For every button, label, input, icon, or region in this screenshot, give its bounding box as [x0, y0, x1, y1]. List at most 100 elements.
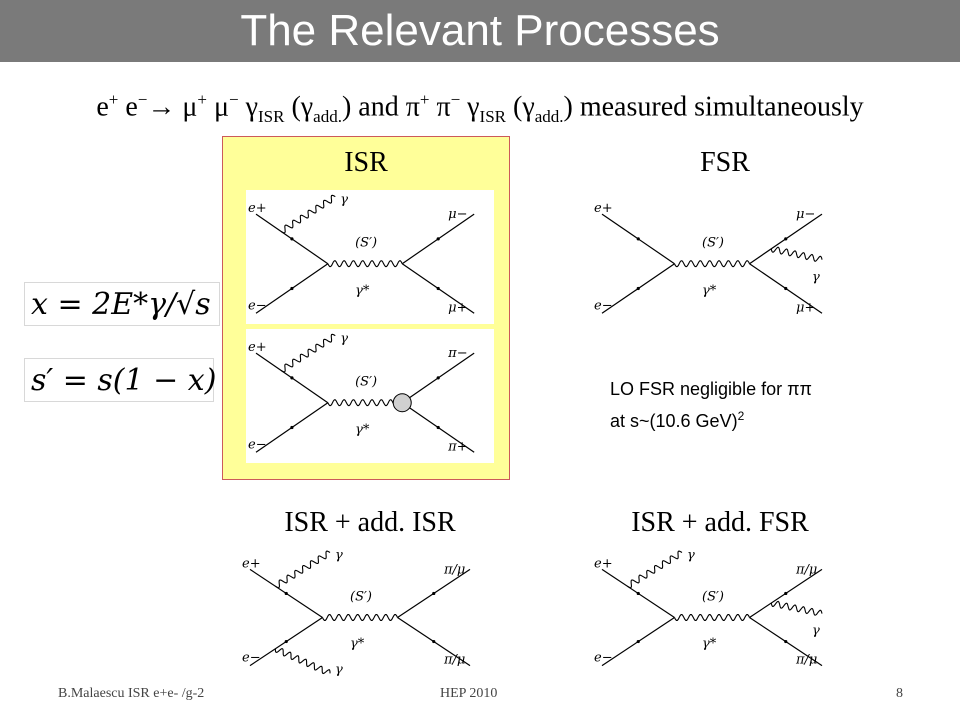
isr-label: ISR — [344, 147, 388, 178]
e-plus-line-arrow — [636, 591, 640, 596]
e-minus-label: e− — [242, 651, 261, 666]
s-prime-label: (S′) — [355, 235, 377, 250]
virtual-photon-line — [327, 399, 403, 407]
isr-add-fsr-label: ISR + add. FSR — [631, 507, 809, 538]
subtitle-tail: ) measured simultaneously — [563, 91, 864, 123]
subtitle-part1-sup1: + — [108, 90, 119, 109]
subtitle-gamma2-sub: ISR — [479, 106, 507, 126]
virtual-photon-line — [674, 260, 750, 268]
virtual-photon-line — [327, 260, 403, 268]
footer-author: B.Malaescu ISR e+e- /g-2 — [58, 686, 205, 701]
e-plus-label: e+ — [594, 201, 613, 216]
final-top-label: μ− — [796, 207, 815, 222]
formula-s-prime: s′ = s(1 − x) — [24, 358, 216, 402]
final-top-line-arrow — [432, 591, 436, 596]
e-plus-line-arrow — [636, 237, 640, 241]
gamma-star-label: γ* — [350, 636, 365, 651]
fsr-note-line2: at s~(10.6 GeV)2 — [610, 403, 812, 435]
title-bar — [0, 0, 960, 62]
final-top-line-arrow — [436, 376, 440, 380]
isr-photon-label: γ — [340, 192, 348, 207]
e-plus-label: e+ — [248, 201, 267, 216]
subtitle-part2: e — [118, 91, 138, 123]
final-bottom-line-arrow — [436, 286, 440, 291]
gamma-star-label: γ* — [355, 284, 370, 299]
e-plus-label: e+ — [594, 556, 613, 571]
subtitle-mu-sup1: + — [197, 90, 207, 109]
isr-photon-label: γ — [687, 548, 695, 563]
add-isr-photon-line — [274, 647, 331, 675]
final-bottom-line-arrow — [432, 639, 436, 644]
slide-title: The Relevant Processes — [240, 6, 720, 55]
virtual-photon-line — [322, 614, 398, 621]
subtitle-paren2: (γ — [506, 91, 535, 123]
subtitle-pi-sup1: + — [419, 90, 430, 109]
isr-photon-line — [280, 333, 336, 373]
isr-photon-line — [275, 550, 331, 589]
e-plus-line-arrow — [290, 376, 294, 380]
s-prime-label: (S′) — [702, 235, 724, 250]
isr-photon-line — [627, 550, 683, 589]
formula-x: x = 2E*γ/√s — [24, 282, 220, 326]
final-top-label: π/μ — [443, 562, 465, 577]
isr-diagram-card-muon — [246, 190, 494, 324]
e-plus-label: e+ — [242, 556, 261, 571]
final-top-label: μ− — [448, 207, 467, 222]
subtitle-mu2: μ — [207, 91, 230, 123]
e-plus-line-arrow — [284, 591, 288, 596]
e-minus-line-arrow — [290, 425, 294, 430]
subtitle-gamma1-sub: ISR — [257, 106, 285, 126]
subtitle: e+ e−→ μ+ μ− γISR (γadd.) and π+ π− γISR… — [0, 80, 960, 137]
subtitle-paren1-close: ) and π — [341, 91, 420, 123]
fsr-note-line2-text: at s~(10.6 GeV) — [610, 411, 738, 431]
subtitle-part2-sup: − — [137, 90, 148, 109]
final-bottom-label: π/μ — [443, 653, 465, 668]
final-top-line-arrow — [784, 237, 788, 241]
fsr-label: FSR — [700, 147, 750, 178]
fsr-photon-line — [770, 246, 823, 262]
e-minus-line-arrow — [290, 286, 294, 291]
fsr-photon-label: γ — [812, 270, 820, 285]
fsr-note-line2-sup: 2 — [737, 409, 745, 423]
subtitle-arrow: → μ — [147, 91, 198, 123]
virtual-photon-line — [674, 614, 750, 621]
final-bottom-line-arrow — [436, 425, 440, 430]
e-minus-line-arrow — [636, 639, 640, 644]
subtitle-pi-sup2: − — [450, 90, 461, 109]
isr-photon-line — [280, 194, 336, 234]
e-plus-line-arrow — [290, 237, 294, 241]
subtitle-paren1-sub: add. — [313, 106, 342, 126]
s-prime-label: (S′) — [702, 590, 724, 605]
final-bottom-label: π+ — [447, 439, 467, 454]
subtitle-pi2: π — [429, 91, 451, 123]
feynman-diagram-isr-add-isr: e+e−(S′)γ*π/μπ/μγγ — [242, 548, 471, 677]
final-bottom-label: μ+ — [796, 300, 815, 315]
subtitle-mu-sup2: − — [229, 90, 239, 109]
s-prime-label: (S′) — [350, 590, 372, 605]
footer-conference: HEP 2010 — [440, 686, 498, 701]
final-top-label: π− — [447, 346, 467, 361]
gamma-star-label: γ* — [355, 423, 370, 438]
e-minus-line-arrow — [636, 286, 640, 291]
isr-photon-label: γ — [335, 548, 343, 563]
gamma-star-label: γ* — [702, 636, 717, 651]
fsr-note: LO FSR negligible for ππ at s~(10.6 GeV)… — [610, 376, 812, 435]
fsr-note-line1: LO FSR negligible for ππ — [610, 379, 812, 399]
subtitle-gamma2: γ — [460, 91, 480, 123]
gamma-star-label: γ* — [702, 284, 717, 299]
feynman-diagram-fsr: e+e−(S′)γ*μ−μ+γ — [594, 201, 823, 315]
subtitle-paren1: (γ — [284, 91, 314, 123]
isr-diagram-card-pion — [246, 329, 494, 463]
fsr-photon-label: γ — [812, 623, 820, 638]
final-bottom-label: π/μ — [795, 653, 817, 668]
final-top-label: π/μ — [795, 562, 817, 577]
final-top-line-arrow — [784, 591, 788, 596]
s-prime-label: (S′) — [355, 374, 377, 389]
subtitle-paren2-sub: add. — [534, 106, 564, 126]
feynman-diagram-isr-pion: e+e−(S′)γ*π−π+γ — [248, 331, 475, 454]
fsr-photon-line — [770, 600, 823, 616]
feynman-diagram-isr-muon: e+e−(S′)γ*μ−μ+γ — [248, 192, 475, 315]
isr-photon-label: γ — [340, 331, 348, 346]
final-bottom-line-arrow — [784, 639, 788, 644]
e-minus-label: e− — [594, 651, 613, 666]
